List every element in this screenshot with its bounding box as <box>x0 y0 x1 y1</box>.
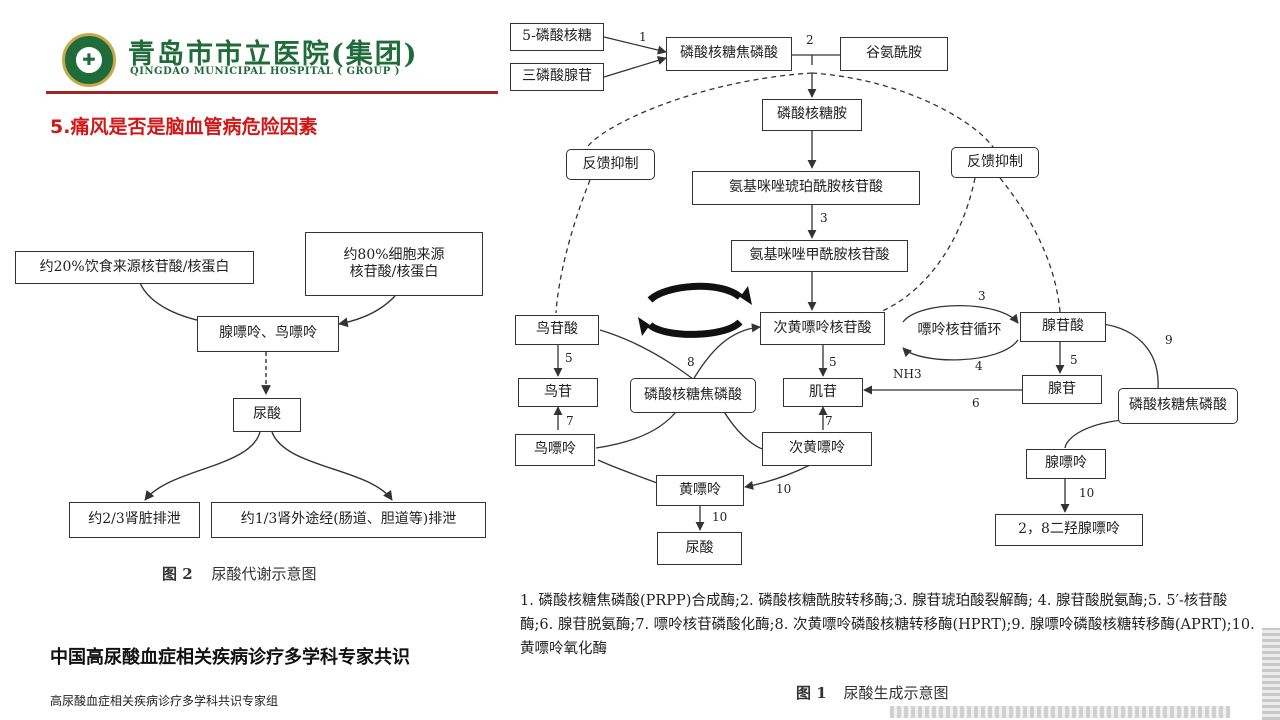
right-caption-text: 尿酸生成示意图 <box>843 684 949 702</box>
consensus-group: 高尿酸血症相关疾病诊疗多学科共识专家组 <box>50 694 279 708</box>
enzyme-num-9: 9 <box>1165 333 1173 347</box>
left-caption-label: 图 2 <box>162 565 193 583</box>
hospital-name-en: QINGDAO MUNICIPAL HOSPITAL ( GROUP ) <box>130 66 400 77</box>
atp-box: 三磷酸腺苷 <box>510 63 604 91</box>
guanosine-box: 鸟苷 <box>518 378 598 407</box>
right-caption-label: 图 1 <box>796 684 827 702</box>
aicar-box: 氨基咪唑甲酰胺核苷酸 <box>731 240 908 272</box>
enzyme-num-8: 8 <box>687 355 695 369</box>
consensus-title: 中国高尿酸血症相关疾病诊疗多学科专家共识 <box>50 647 410 668</box>
phosphoribosylamine-box: 磷酸核糖胺 <box>762 99 862 131</box>
imp-box: 次黄嘌呤核苷酸 <box>760 312 885 345</box>
header-divider <box>46 91 498 94</box>
left-caption-text: 尿酸代谢示意图 <box>211 565 317 583</box>
enzyme-num-1: 1 <box>639 30 647 44</box>
right-caption: 图 1 尿酸生成示意图 <box>796 682 948 703</box>
glutamine-box: 谷氨酰胺 <box>840 37 948 71</box>
hospital-logo: ✚ <box>62 33 116 87</box>
extrarenal-excretion-box: 约1/3肾外途经(肠道、胆道等)排泄 <box>211 502 486 538</box>
left-caption: 图 2 尿酸代谢示意图 <box>162 563 316 584</box>
cell-source-box: 约80%细胞来源 核苷酸/核蛋白 <box>305 232 483 296</box>
enzyme-legend: 1. 磷酸核糖焦磷酸(PRPP)合成酶;2. 磷酸核糖酰胺转移酶;3. 腺苷琥珀… <box>520 593 1255 657</box>
purines-box: 腺嘌呤、鸟嘌呤 <box>197 316 339 352</box>
hypoxanthine-box: 次黄嘌呤 <box>762 432 872 466</box>
amp-box: 腺苷酸 <box>1020 312 1106 342</box>
prpp-middle-box: 磷酸核糖焦磷酸 <box>630 378 756 413</box>
enzyme-num-7a: 7 <box>566 414 574 428</box>
feedback-left-box: 反馈抑制 <box>566 149 655 180</box>
gmp-box: 鸟苷酸 <box>515 315 599 345</box>
enzyme-num-3b: 3 <box>978 289 986 303</box>
prpp-right-box: 磷酸核糖焦磷酸 <box>1118 388 1238 424</box>
adenosine-box: 腺苷 <box>1022 375 1102 404</box>
enzyme-num-5c: 5 <box>1070 353 1078 367</box>
scan-edge-artifact <box>1262 628 1280 720</box>
feedback-right-box: 反馈抑制 <box>951 147 1039 178</box>
uric-acid-box: 尿酸 <box>233 398 301 432</box>
scan-bottom-artifact <box>890 706 1230 718</box>
slide-question-title: 5.痛风是否是脑血管病危险因素 <box>50 116 318 138</box>
xanthine-box: 黄嘌呤 <box>656 475 744 506</box>
prpp-top-box: 磷酸核糖焦磷酸 <box>666 37 792 71</box>
enzyme-num-7b: 7 <box>825 414 833 428</box>
enzyme-num-4: 4 <box>975 359 983 373</box>
enzyme-num-2: 2 <box>806 33 814 47</box>
enzyme-num-10a: 10 <box>776 482 792 496</box>
enzyme-num-3a: 3 <box>820 211 828 225</box>
guanine-box: 鸟嘌呤 <box>515 434 595 466</box>
diet-source-box: 约20%饮食来源核苷酸/核蛋白 <box>15 251 254 284</box>
enzyme-num-5a: 5 <box>565 351 573 365</box>
dha-box: 2，8二羟腺嘌呤 <box>995 514 1143 546</box>
enzyme-num-5b: 5 <box>829 355 837 369</box>
purine-nucleotide-cycle-label: 嘌呤核苷循环 <box>917 322 1002 339</box>
saicar-box: 氨基咪唑琥珀酰胺核苷酸 <box>692 171 920 205</box>
enzyme-num-6: 6 <box>972 396 980 410</box>
enzyme-num-10c: 10 <box>1079 486 1095 500</box>
adenine-box: 腺嘌呤 <box>1026 449 1106 479</box>
enzyme-num-10b: 10 <box>712 510 728 524</box>
hospital-name-cn: 青岛市市立医院(集团) <box>128 39 419 70</box>
nh3-label: NH3 <box>893 367 922 381</box>
caduceus-icon: ✚ <box>74 45 104 75</box>
cell-source-line2: 核苷酸/核蛋白 <box>349 264 439 280</box>
ribose-5-phosphate-box: 5-磷酸核糖 <box>510 23 604 51</box>
kidney-excretion-box: 约2/3肾脏排泄 <box>69 502 200 538</box>
inosine-box: 肌苷 <box>783 378 863 407</box>
uric-acid-right-box: 尿酸 <box>657 532 742 565</box>
cell-source-line1: 约80%细胞来源 <box>343 246 445 263</box>
